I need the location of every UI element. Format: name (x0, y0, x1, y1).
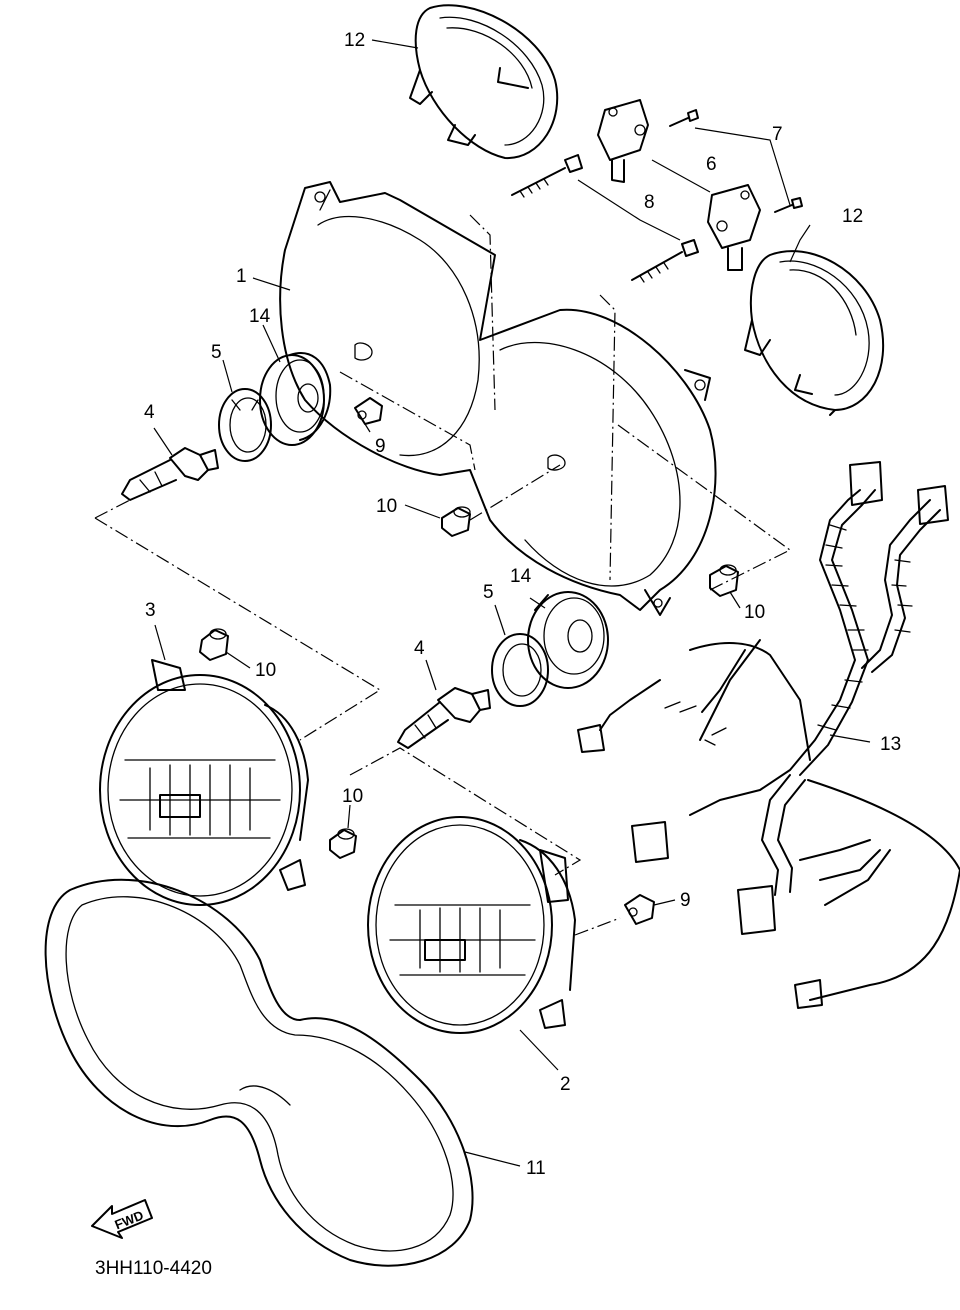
bulb-retaining-ring-upper (218, 388, 272, 462)
headlight-unit-right (367, 816, 576, 1034)
callout-6: 6 (706, 154, 717, 175)
grommet-10b (709, 564, 739, 597)
callout-10c: 10 (255, 660, 276, 681)
bulb-socket-cover-upper (259, 352, 332, 446)
bolt-7-lower (774, 197, 803, 213)
grommet-10c (199, 628, 229, 661)
bolt-8-upper (511, 154, 583, 198)
callout-11: 11 (526, 1158, 546, 1179)
headlight-rim-right (744, 250, 885, 416)
callout-1: 1 (236, 266, 247, 287)
headlight-unit-left (99, 659, 309, 906)
grommet-10a (441, 506, 471, 537)
callout-12b: 12 (842, 206, 863, 227)
headlight-rim-upper (409, 4, 559, 160)
callout-10d: 10 (342, 786, 363, 807)
bulb-socket-cover-lower (527, 591, 609, 689)
headlight-housing (279, 181, 717, 616)
grommet-10d (329, 828, 357, 859)
callout-5a: 5 (211, 342, 222, 363)
bulb-retaining-ring-lower (491, 633, 549, 707)
callout-8: 8 (644, 192, 655, 213)
assembly-dash-lines (94, 214, 792, 936)
bolt-7-upper (669, 109, 699, 127)
leader-lines (153, 39, 871, 1167)
callout-labels: 12 7 6 8 12 1 14 5 4 9 10 10 3 10 14 5 4… (144, 30, 901, 1179)
callout-9a: 9 (375, 436, 386, 457)
callout-14a: 14 (249, 306, 271, 327)
headlight-bulb-upper (121, 447, 219, 501)
callout-10b: 10 (744, 602, 765, 623)
mounting-bracket-upper (597, 99, 649, 183)
diagram-code: 3HH110-4420 (95, 1258, 212, 1279)
mounting-bracket-lower (707, 184, 761, 271)
callout-2: 2 (560, 1074, 571, 1095)
headlight-bezel (44, 878, 474, 1267)
callout-3: 3 (145, 600, 156, 621)
callout-4b: 4 (414, 638, 425, 659)
position-lamp-socket-lower (624, 894, 655, 925)
callout-10a: 10 (376, 496, 397, 517)
callout-14b: 14 (510, 566, 532, 587)
forward-direction-arrow: FWD (91, 1199, 153, 1239)
callout-5b: 5 (483, 582, 494, 603)
callout-12a: 12 (344, 30, 365, 51)
callout-9b: 9 (680, 890, 691, 911)
bolt-8-lower (631, 239, 699, 283)
headlight-bulb-lower (397, 687, 491, 749)
callout-13: 13 (880, 734, 901, 755)
position-lamp-socket-upper (354, 397, 383, 425)
callout-7: 7 (772, 124, 783, 145)
wire-harness (577, 461, 960, 1009)
callout-4a: 4 (144, 402, 155, 423)
